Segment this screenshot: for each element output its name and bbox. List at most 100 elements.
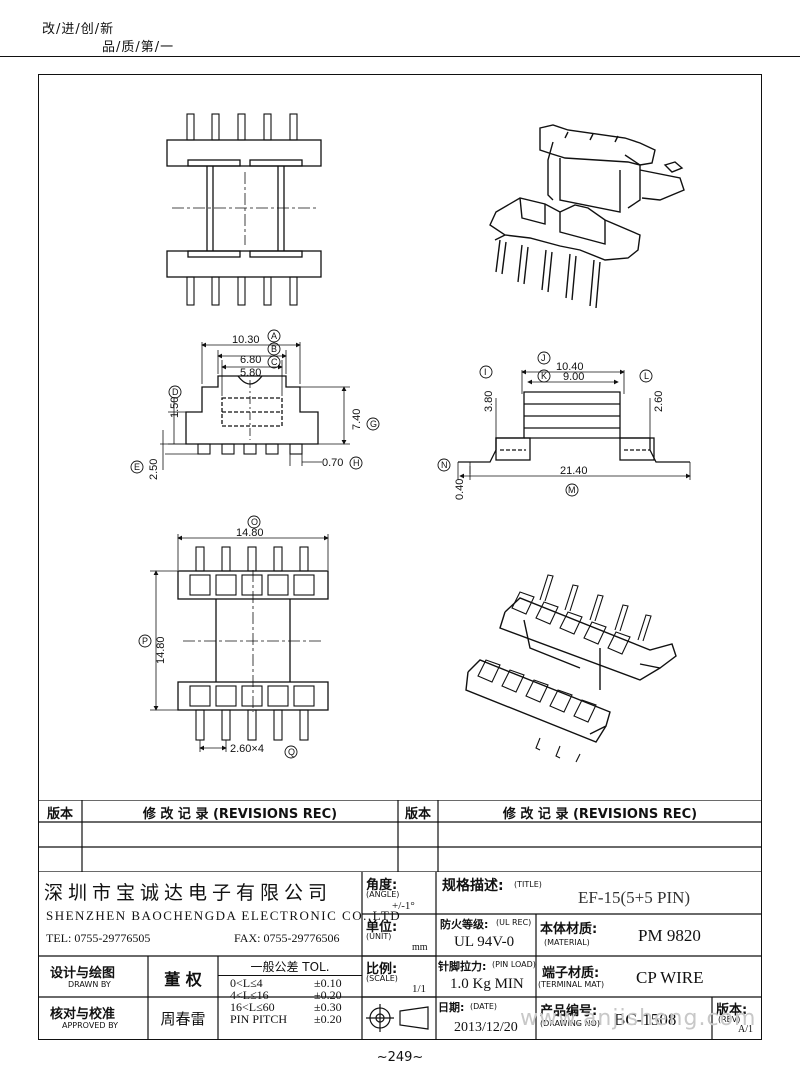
dim-2-60-side: 2.60 — [653, 391, 665, 412]
angle-sub: (ANGLE) — [366, 890, 400, 899]
material-sub: (MATERIAL) — [544, 938, 590, 947]
tol-range-3: 16<L≤60 — [230, 1000, 275, 1014]
tolerance-title: 一般公差 TOL. — [250, 960, 330, 974]
approved-label: 核对与校准 — [50, 1007, 116, 1022]
tol-value-3: ±0.30 — [314, 1000, 342, 1014]
title-label: 规格描述: — [442, 878, 504, 894]
page-number: ~249~ — [376, 1050, 424, 1065]
ul-sub: (UL REC) — [496, 918, 532, 927]
rev-value: A/1 — [738, 1024, 753, 1035]
dim-2-50: 2.50 — [148, 459, 160, 480]
drawn-sub: DRAWN BY — [68, 980, 111, 989]
scale-sub: (SCALE) — [366, 974, 398, 983]
rev-col-title-left: 修 改 记 录 (REVISIONS REC) — [142, 807, 338, 822]
company-name-cn: 深圳市宝诚达电子有限公司 — [44, 882, 333, 904]
terminal-value: CP WIRE — [636, 968, 704, 987]
watermark: www.anjisheng.com — [520, 1006, 757, 1031]
projection-symbol-icon — [366, 1004, 429, 1032]
date-sub: (DATE) — [470, 1002, 498, 1011]
ref-o: O — [251, 517, 258, 527]
ref-e: E — [134, 462, 140, 472]
terminal-sub: (TERMINAL MAT) — [538, 980, 605, 989]
angle-value: +/-1° — [392, 900, 415, 912]
material-value: PM 9820 — [638, 926, 701, 945]
ref-j: J — [541, 353, 546, 363]
company-name-en: SHENZHEN BAOCHENGDA ELECTRONIC CO.,LTD — [46, 908, 402, 923]
title-value: EF-15(5+5 PIN) — [578, 888, 691, 907]
ref-c: C — [271, 357, 278, 367]
ref-i: I — [484, 367, 487, 377]
drawn-value: 董 权 — [164, 970, 202, 989]
tolerance-ranges: 0<L≤4 4<L≤16 16<L≤60 PIN PITCH — [230, 977, 287, 1025]
ref-m: M — [568, 485, 576, 495]
title-block: 深圳市宝诚达电子有限公司 SHENZHEN BAOCHENGDA ELECTRO… — [38, 872, 762, 1040]
material-label: 本体材质: — [540, 922, 598, 937]
ref-d: D — [172, 387, 179, 397]
dim-1-50: 1.50 — [169, 397, 181, 418]
dim-5-80: 5.80 — [240, 367, 261, 379]
header-rule — [0, 56, 800, 57]
ref-l: L — [644, 371, 649, 381]
revisions-grid — [38, 800, 762, 872]
technical-drawing: 10.30 6.80 5.80 1.50 7.40 2.50 0.70 10.4… — [130, 113, 691, 763]
dim-6-80: 6.80 — [240, 354, 261, 366]
tol-range-2: 4<L≤16 — [230, 988, 269, 1002]
ref-k: K — [541, 371, 547, 381]
drawing-frame — [38, 74, 762, 1040]
pinload-value: 1.0 Kg MIN — [450, 976, 524, 992]
approved-value: 周春雷 — [160, 1010, 206, 1028]
drawn-label: 设计与绘图 — [50, 966, 116, 981]
tol-value-1: ±0.10 — [314, 976, 342, 990]
dim-9-00: 9.00 — [563, 371, 584, 383]
date-value: 2013/12/20 — [454, 1020, 518, 1035]
unit-sub: (UNIT) — [366, 932, 392, 941]
slogan-line-1: 改/进/创/新 — [42, 22, 115, 37]
rev-col-version-right: 版本 — [404, 807, 431, 822]
tol-value-4: ±0.20 — [314, 1012, 342, 1026]
pinload-sub: (PIN LOAD) — [492, 960, 536, 969]
unit-value: mm — [412, 942, 428, 953]
side-view — [457, 369, 691, 480]
dim-14-80-height: 14.80 — [155, 636, 167, 664]
tolerance-divider — [218, 975, 362, 976]
terminal-label: 端子材质: — [542, 966, 600, 981]
dim-2-60-pitch: 2.60×4 — [230, 743, 264, 755]
dim-0-70: 0.70 — [322, 457, 343, 469]
ref-a: A — [271, 331, 277, 341]
angle-label: 角度: — [366, 878, 398, 893]
ref-q: Q — [288, 747, 295, 757]
dim-10-30: 10.30 — [232, 334, 260, 346]
ref-p: P — [142, 636, 148, 646]
scale-label: 比例: — [366, 962, 398, 977]
dim-7-40: 7.40 — [351, 409, 363, 430]
dim-10-40: 10.40 — [556, 361, 584, 373]
tol-range-4: PIN PITCH — [230, 1012, 288, 1026]
dim-0-40: 0.40 — [454, 479, 466, 500]
drawno-label: 产品编号: — [540, 1004, 598, 1019]
slogan-line-2: 品/质/第/一 — [102, 40, 175, 55]
title-sub: (TITLE) — [514, 880, 542, 889]
rev-col-title-right: 修 改 记 录 (REVISIONS REC) — [502, 807, 698, 822]
approved-sub: APPROVED BY — [62, 1021, 119, 1030]
pinload-label: 针脚拉力: — [438, 960, 487, 973]
ref-g: G — [370, 419, 377, 429]
ul-label: 防火等级: — [440, 918, 489, 931]
ref-b: B — [271, 344, 277, 354]
dim-21-40: 21.40 — [560, 465, 588, 477]
company-fax: FAX: 0755-29776506 — [234, 931, 340, 945]
unit-label: 单位: — [366, 920, 398, 935]
rev-sub: (REV) — [718, 1015, 741, 1024]
dim-14-80-width: 14.80 — [236, 527, 264, 539]
tol-value-2: ±0.20 — [314, 988, 342, 1002]
isometric-view-1 — [489, 124, 685, 309]
date-label: 日期: — [438, 1001, 465, 1014]
rev-col-version-left: 版本 — [46, 807, 73, 822]
dim-3-80: 3.80 — [483, 391, 495, 412]
ref-h: H — [353, 458, 360, 468]
tolerance-values: ±0.10 ±0.20 ±0.30 ±0.20 — [314, 977, 342, 1025]
drawno-sub: (DRAWING NO) — [540, 1019, 600, 1028]
rev-label: 版本: — [716, 1003, 748, 1018]
isometric-view-2 — [465, 574, 677, 763]
revisions-table: 版本 修 改 记 录 (REVISIONS REC) 版本 修 改 记 录 (R… — [38, 800, 762, 872]
ul-value: UL 94V-0 — [454, 934, 515, 950]
